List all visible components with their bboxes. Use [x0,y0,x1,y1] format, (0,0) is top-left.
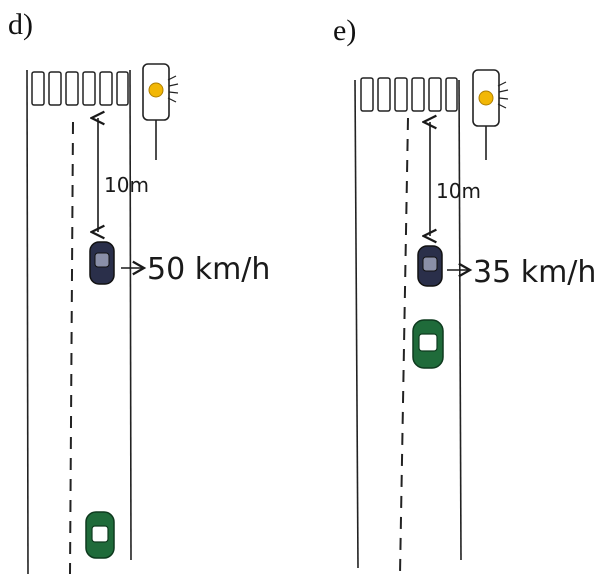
road-left-edge-d [26,69,29,574]
front-car-d [89,241,115,285]
distance-label-d: 10m [104,173,149,197]
crosswalk-d [31,71,129,106]
traffic-light-icon-e [472,69,509,160]
traffic-light-icon-d [142,63,179,160]
lane-divider-e [399,117,409,574]
panel-label-d: d) [8,8,33,41]
panel-d: 10m 50 km/h [26,63,270,574]
front-car-e [417,245,443,287]
road-right-edge-d [129,69,132,561]
panel-e: 10m 35 km/h [354,69,595,574]
speed-label-d: 50 km/h [147,252,270,287]
panel-label-e: e) [333,14,357,47]
distance-label-e: 10m [436,179,481,203]
crosswalk-e [360,77,458,112]
speed-label-e: 35 km/h [473,255,595,290]
road-right-edge-e [458,79,462,561]
road-left-edge-e [354,79,359,569]
rear-car-e [412,319,444,369]
rear-car-d [85,511,115,559]
lane-divider-d [69,121,74,574]
